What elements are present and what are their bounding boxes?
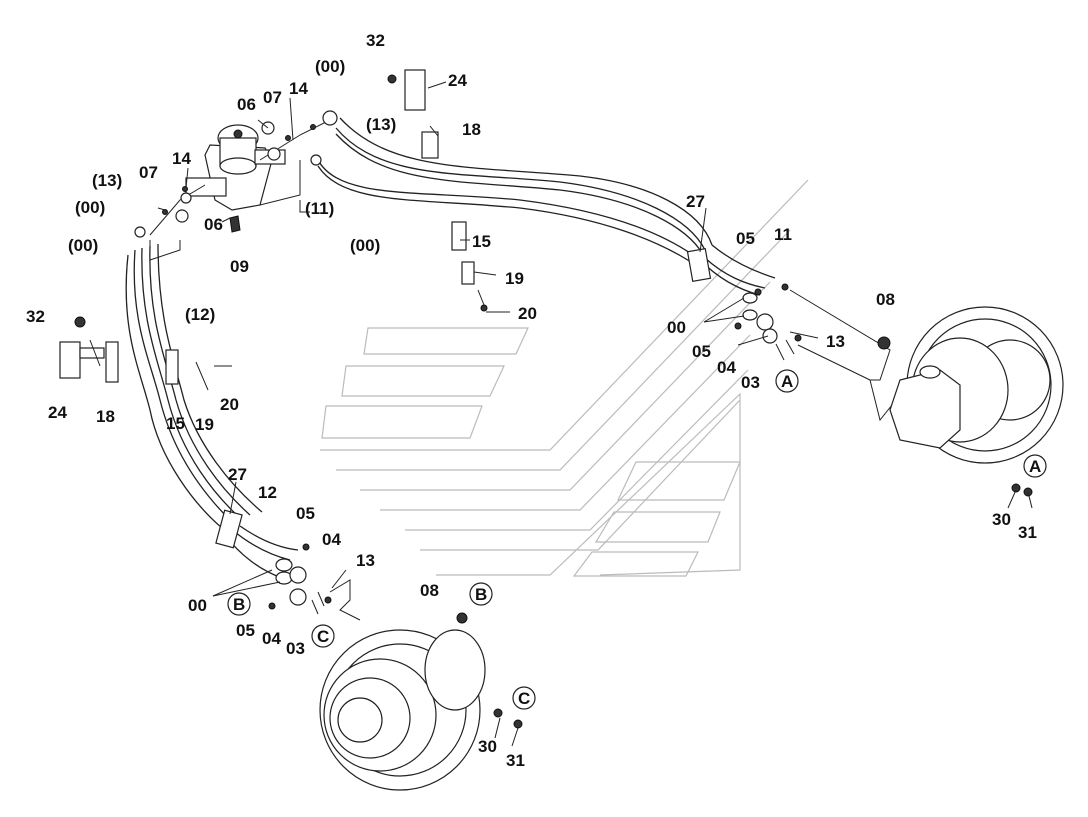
label-31-right: 31 [1018, 523, 1037, 542]
label-04-right: 04 [717, 358, 736, 377]
label-13-top: (13) [366, 115, 396, 134]
bolts-right [1011, 483, 1033, 509]
label-19-mid: 19 [505, 269, 524, 288]
label-00-low: 00 [188, 596, 207, 615]
label-32-left: 32 [26, 307, 45, 326]
label-24-left: 24 [48, 403, 67, 422]
callouts: A A B B C C [227, 369, 1047, 710]
fittings-low [268, 543, 361, 621]
label-03-low: 03 [286, 639, 305, 658]
label-18-top: 18 [462, 120, 481, 139]
travel-motor-low [319, 612, 486, 791]
label-07-left: 07 [139, 163, 158, 182]
label-08-right: 08 [876, 290, 895, 309]
label-05-low-b: 05 [236, 621, 255, 640]
label-14-left: 14 [172, 149, 191, 168]
top-lines [134, 110, 338, 261]
label-13-left: (13) [92, 171, 122, 190]
label-00-left-a: (00) [75, 198, 105, 217]
hose-bundle-left [125, 243, 299, 579]
label-00-mid: (00) [350, 236, 380, 255]
label-19-left: 19 [195, 415, 214, 434]
label-05-right-b: 05 [692, 342, 711, 361]
label-11-mid: (11) [305, 199, 334, 218]
swivel-joint [185, 124, 286, 233]
callout-c-low: C [317, 627, 329, 646]
label-04-low-b: 04 [262, 629, 281, 648]
label-24-top: 24 [448, 71, 467, 90]
label-07-top: 07 [263, 88, 282, 107]
leader-lines [89, 81, 1017, 747]
label-09: 09 [230, 257, 249, 276]
label-15-mid: 15 [472, 232, 491, 251]
callout-b-top: B [475, 585, 487, 604]
label-31-low: 31 [506, 751, 525, 770]
label-13-low: 13 [356, 551, 375, 570]
label-03-right: 03 [741, 373, 760, 392]
label-13-right: 13 [826, 332, 845, 351]
bolts-low [493, 708, 523, 729]
label-11-right: 11 [774, 225, 792, 244]
callout-a-right: A [781, 372, 793, 391]
callout-b-low: B [233, 595, 245, 614]
label-00-right: 00 [667, 318, 686, 337]
label-06-top: 06 [237, 95, 256, 114]
label-05-low-a: 05 [296, 504, 315, 523]
label-04-low-a: 04 [322, 530, 341, 549]
label-12-paren: (12) [185, 305, 215, 324]
label-30-low: 30 [478, 737, 497, 756]
label-32-top: 32 [366, 31, 385, 50]
label-27-right: 27 [686, 192, 705, 211]
label-06-left: 06 [204, 215, 223, 234]
label-12-low: 12 [258, 483, 277, 502]
part-labels: 32 24 14 (00) 07 06 (13) 18 (13) 07 14 (… [26, 31, 1037, 770]
fittings-right [734, 283, 901, 422]
clamps-left [59, 316, 232, 391]
label-18-left: 18 [96, 407, 115, 426]
hose-bundle-top [317, 117, 776, 296]
label-27-low: 27 [228, 465, 247, 484]
callout-a-far: A [1029, 457, 1041, 476]
travel-motor-right [889, 306, 1064, 464]
label-05-right-a: 05 [736, 229, 755, 248]
label-00-top: (00) [315, 57, 345, 76]
label-00-left-b: (00) [68, 236, 98, 255]
watermark-logo [320, 179, 809, 577]
label-20-left: 20 [220, 395, 239, 414]
label-20-mid: 20 [518, 304, 537, 323]
label-30-right: 30 [992, 510, 1011, 529]
label-08-low: 08 [420, 581, 439, 600]
label-15-left: 15 [166, 414, 185, 433]
callout-c-right: C [518, 689, 530, 708]
clamps-top [387, 69, 488, 312]
label-14-top: 14 [289, 79, 308, 98]
